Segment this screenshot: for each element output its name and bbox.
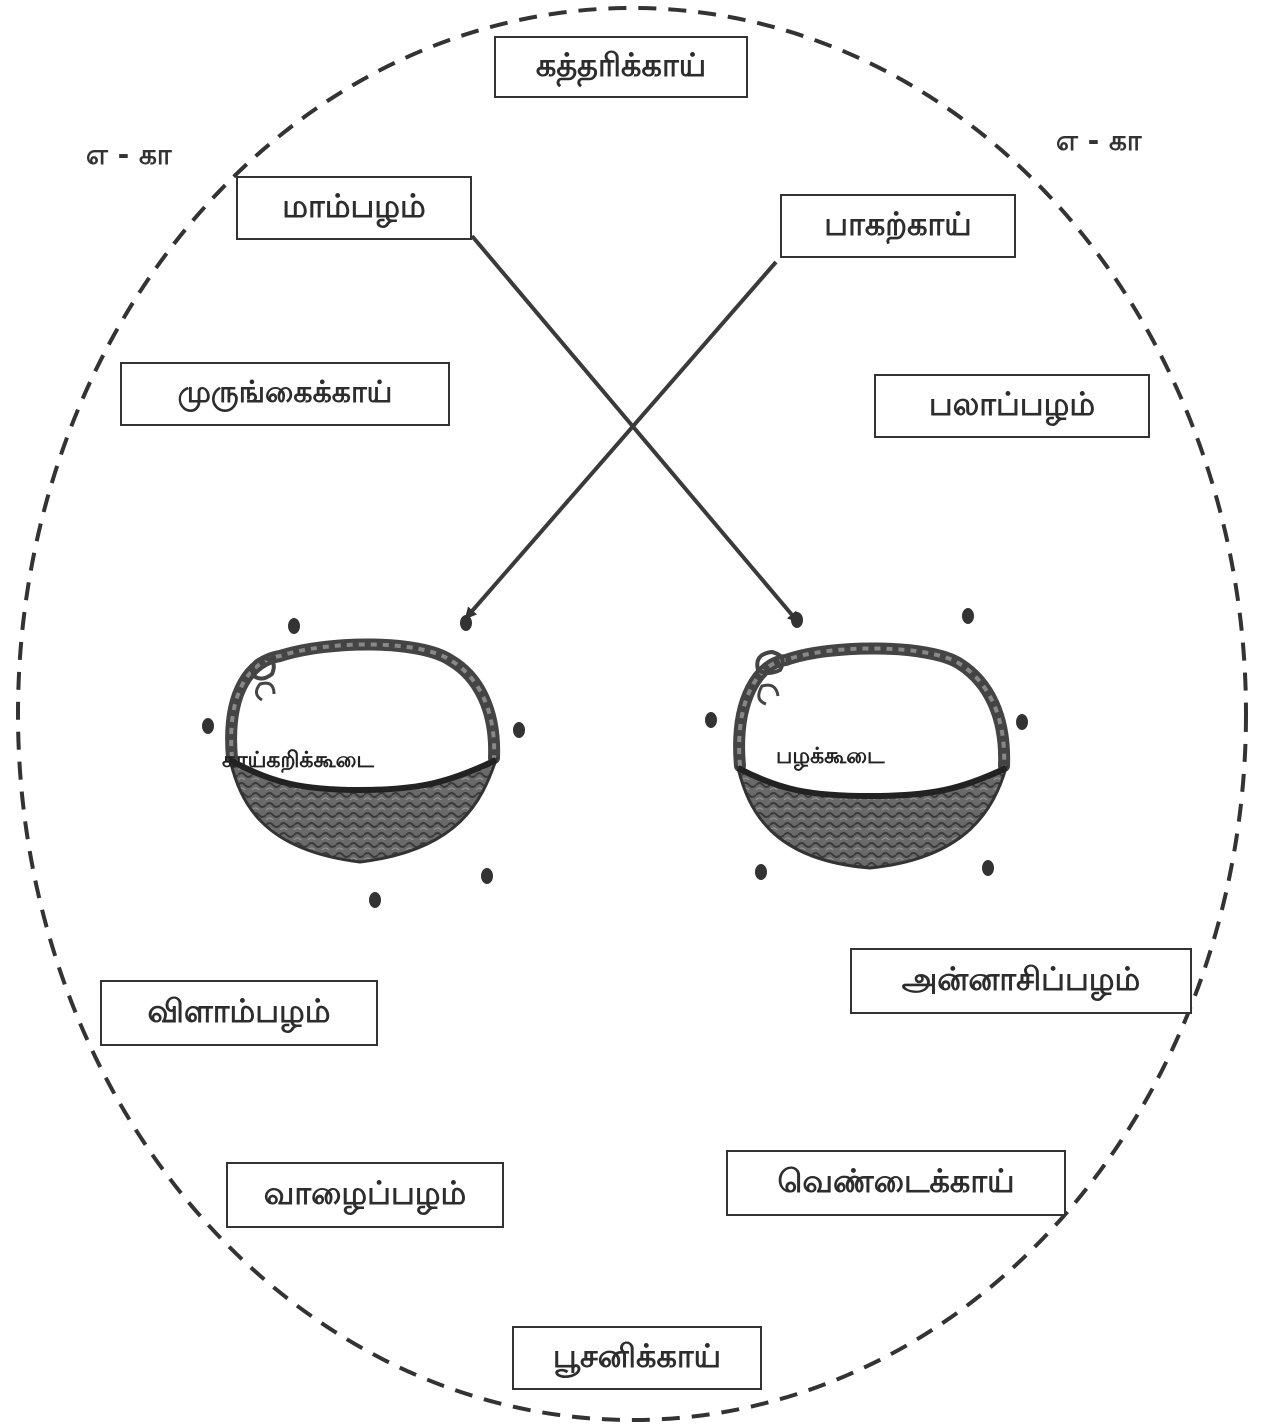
dot (202, 718, 214, 734)
fruit-basket (733, 642, 1011, 870)
example-label-left: எ - கா (86, 138, 172, 171)
dot (755, 864, 767, 880)
dot (481, 868, 493, 884)
dot (513, 722, 525, 738)
word-card-wood-apple[interactable]: விளாம்பழம் (100, 980, 378, 1046)
word-card-pineapple[interactable]: அன்னாசிப்பழம் (850, 948, 1192, 1014)
dot (791, 612, 803, 628)
dot (369, 892, 381, 908)
word-card-drumstick[interactable]: முருங்கைக்காய் (120, 362, 450, 426)
arrow-mango-to-fruit-basket (470, 234, 800, 624)
dashed-boundary-ellipse (16, 6, 1248, 1422)
dot (962, 608, 974, 624)
vegetable-basket-dots (202, 615, 525, 908)
dot (1016, 714, 1028, 730)
word-card-ladies-finger[interactable]: வெண்டைக்காய் (726, 1150, 1066, 1216)
dot (460, 615, 472, 631)
word-card-banana[interactable]: வாழைப்பழம் (226, 1162, 504, 1228)
word-card-brinjal[interactable]: கத்தரிக்காய் (494, 36, 748, 98)
dot (705, 712, 717, 728)
word-card-mango[interactable]: மாம்பழம் (236, 176, 472, 240)
vegetable-basket-label: காய்கறிக்கூடை (222, 748, 374, 773)
dot (288, 618, 300, 634)
word-card-pumpkin[interactable]: பூசனிக்காய் (512, 1326, 762, 1390)
fruit-basket-label: பழக்கூடை (776, 744, 885, 769)
example-label-right: எ - கா (1056, 124, 1142, 157)
dot (982, 860, 994, 876)
vegetable-basket (225, 638, 501, 864)
word-card-bitter-gourd[interactable]: பாகற்காய் (780, 194, 1016, 258)
fruit-basket-dots (705, 608, 1028, 880)
arrow-bittergourd-to-vegetable-basket (464, 260, 778, 620)
word-card-jackfruit[interactable]: பலாப்பழம் (874, 374, 1150, 438)
